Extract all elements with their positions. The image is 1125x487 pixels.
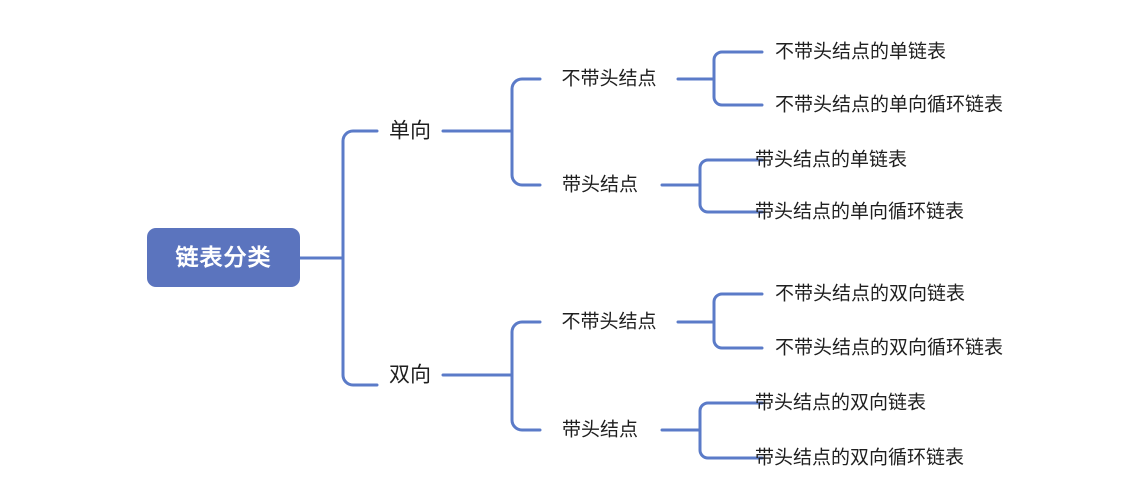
edge-lvl2-1-bracket: [510, 77, 542, 187]
level3-node-no-head-double[interactable]: 不带头结点: [561, 311, 657, 333]
root-node[interactable]: 链表分类: [147, 228, 300, 287]
leaf-node-2[interactable]: 不带头结点的单向循环链表: [775, 94, 1004, 116]
edge-lvl3-4-bracket: [698, 401, 764, 460]
leaf-node-7[interactable]: 带头结点的双向链表: [755, 392, 927, 414]
level2-node-bidirectional[interactable]: 双向: [389, 363, 431, 387]
level3-node-head-single[interactable]: 带头结点: [561, 174, 639, 196]
leaf-node-1[interactable]: 不带头结点的单链表: [775, 41, 947, 63]
edge-lvl3-2-bracket: [698, 158, 764, 214]
root-node-label: 链表分类: [175, 244, 272, 270]
edge-lvl2-2-bracket: [510, 320, 542, 432]
level2-node-unidirectional[interactable]: 单向: [389, 119, 431, 143]
leaf-node-8[interactable]: 带头结点的双向循环链表: [755, 447, 965, 469]
edge-lvl3-3-bracket: [712, 292, 764, 350]
level3-node-no-head-single[interactable]: 不带头结点: [561, 68, 657, 90]
edge-root-bracket: [341, 129, 379, 387]
level3-node-head-double[interactable]: 带头结点: [561, 419, 639, 441]
leaf-node-4[interactable]: 带头结点的单向循环链表: [755, 201, 965, 223]
leaf-node-6[interactable]: 不带头结点的双向循环链表: [775, 337, 1004, 359]
leaf-node-3[interactable]: 带头结点的单链表: [755, 149, 908, 171]
edge-lvl3-1-bracket: [712, 50, 764, 107]
leaf-node-5[interactable]: 不带头结点的双向链表: [775, 283, 966, 305]
